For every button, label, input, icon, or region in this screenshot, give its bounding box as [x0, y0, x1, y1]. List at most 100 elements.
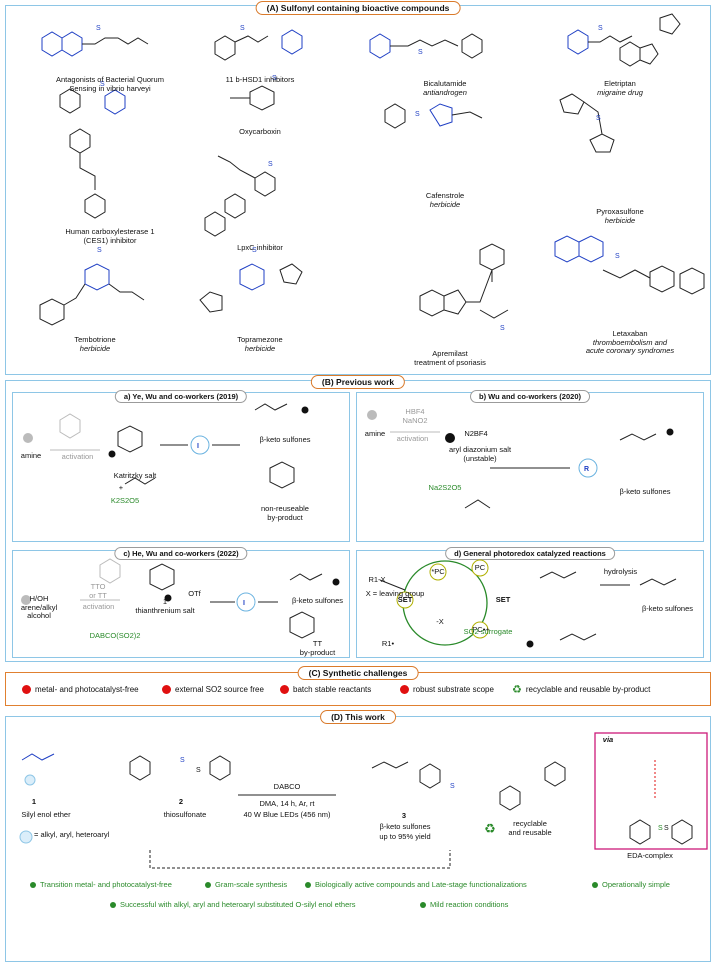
panel-a-title: a) Ye, Wu and co-workers (2019): [114, 390, 248, 403]
via-label: via: [602, 735, 614, 744]
panel-a-reagent: K2S2O5: [110, 496, 140, 505]
prod-name: β-keto sulfones: [379, 822, 431, 831]
svg-text:S: S: [100, 81, 105, 88]
thio-name: thiosulfonate: [163, 810, 207, 819]
svg-text:I: I: [243, 600, 245, 607]
panel-d-minusx: -X: [436, 617, 444, 626]
svg-text:S: S: [272, 75, 277, 82]
compound-label-5: Oxycarboxin: [239, 127, 281, 136]
panel-b-n2: N2BF4: [464, 429, 488, 438]
panel-d-rrad: R1•: [381, 639, 395, 648]
section-d-title: (D) This work: [320, 710, 396, 724]
svg-text:S: S: [596, 115, 601, 122]
panel-a-salt: Katritzky salt: [113, 471, 157, 480]
green-dot-icon: [420, 901, 426, 908]
challenge-2: external SO2 source free: [162, 685, 264, 694]
panel-d-pcrad: PC•+: [472, 625, 490, 634]
prod-num: 3: [401, 811, 407, 820]
panel-a-amine: amine: [20, 451, 42, 460]
panel-b-activation: activation: [396, 434, 429, 443]
compound-label-9: LpxC inhibitor: [237, 243, 283, 252]
green-dot-icon: [592, 881, 598, 888]
svg-text:S: S: [615, 253, 620, 260]
svg-text:S: S: [97, 247, 102, 254]
challenge-5: ♻recyclable and reusable by-product: [512, 684, 651, 696]
recycle-icon-d: ♻: [484, 821, 496, 836]
panel-b-salt: aryl diazonium salt(unstable): [448, 445, 512, 463]
panel-d-set-1: SET: [397, 595, 413, 604]
red-dot-icon: [22, 685, 31, 694]
green-dot-icon: [205, 881, 211, 888]
red-dot-icon: [280, 685, 289, 694]
svg-text:S: S: [96, 25, 101, 32]
svg-text:S: S: [598, 25, 603, 32]
panel-d-rx: R1-X: [368, 575, 386, 584]
green-dot-icon: [305, 881, 311, 888]
enol-num: 1: [31, 797, 37, 806]
panel-d-title: d) General photoredox catalyzed reaction…: [445, 547, 615, 560]
section-a-title: (A) Sulfonyl containing bioactive compou…: [255, 1, 461, 15]
svg-text:S: S: [268, 161, 273, 168]
svg-text:S: S: [658, 825, 663, 832]
cond-1: DABCO: [273, 782, 301, 791]
eda-label: EDA-complex: [627, 851, 673, 860]
thio-num: 2: [178, 797, 184, 806]
green-dot-icon: [30, 881, 36, 888]
feature-4: Operationally simple: [592, 880, 670, 889]
panel-a-product: β-keto sulfones: [259, 435, 311, 444]
prod-yield: up to 95% yield: [379, 832, 431, 841]
panel-d-hydrolysis: hydrolysis: [603, 567, 638, 576]
svg-text:S: S: [196, 767, 201, 774]
section-c-title: (C) Synthetic challenges: [297, 666, 419, 680]
red-dot-icon: [400, 685, 409, 694]
compound-label-6: Human carboxylesterase 1(CES1) inhibitor: [65, 227, 155, 245]
svg-text:S: S: [500, 325, 505, 332]
challenge-1: metal- and photocatalyst-free: [22, 685, 139, 694]
red-dot-icon: [162, 685, 171, 694]
svg-text:R: R: [584, 466, 589, 473]
cond-2: DMA, 14 h, Ar, rt: [259, 799, 315, 808]
section-b-title: (B) Previous work: [310, 375, 406, 389]
feature-1: Transition metal- and photocatalyst-free: [30, 880, 172, 889]
svg-text:S: S: [180, 757, 185, 764]
panel-d-product: β-keto sulfones: [641, 604, 693, 613]
feature-5: Successful with alkyl, aryl and heteroar…: [110, 900, 356, 909]
svg-text:S: S: [415, 111, 420, 118]
panel-b-title: b) Wu and co-workers (2020): [470, 390, 590, 403]
challenge-4: robust substrate scope: [400, 685, 494, 694]
feature-2: Gram-scale synthesis: [205, 880, 287, 889]
panel-c-reagent: DABCO(SO2)2: [89, 631, 141, 640]
svg-text:S: S: [252, 247, 257, 254]
panel-b-amine: amine: [364, 429, 386, 438]
panel-d-leaving: X = leaving group: [365, 589, 425, 598]
panel-d-set-2: SET: [495, 595, 511, 604]
svg-text:S: S: [240, 25, 245, 32]
feature-6: Mild reaction conditions: [420, 900, 508, 909]
panel-c-title: c) He, Wu and co-workers (2022): [114, 547, 248, 560]
panel-c-product: β-keto sulfones: [291, 596, 343, 605]
enol-name: Silyl enol ether: [21, 810, 71, 819]
svg-text:S: S: [664, 825, 669, 832]
panel-a-plus: +: [118, 483, 124, 492]
panel-c-activation: activation: [82, 602, 115, 611]
enol-r: = alkyl, aryl, heteroaryl: [34, 830, 110, 839]
panel-a-activation: activation: [61, 452, 94, 461]
panel-d-pc: PC: [474, 563, 486, 572]
challenge-3: batch stable reactants: [280, 685, 371, 694]
panel-c-otf: OTf: [188, 589, 201, 598]
